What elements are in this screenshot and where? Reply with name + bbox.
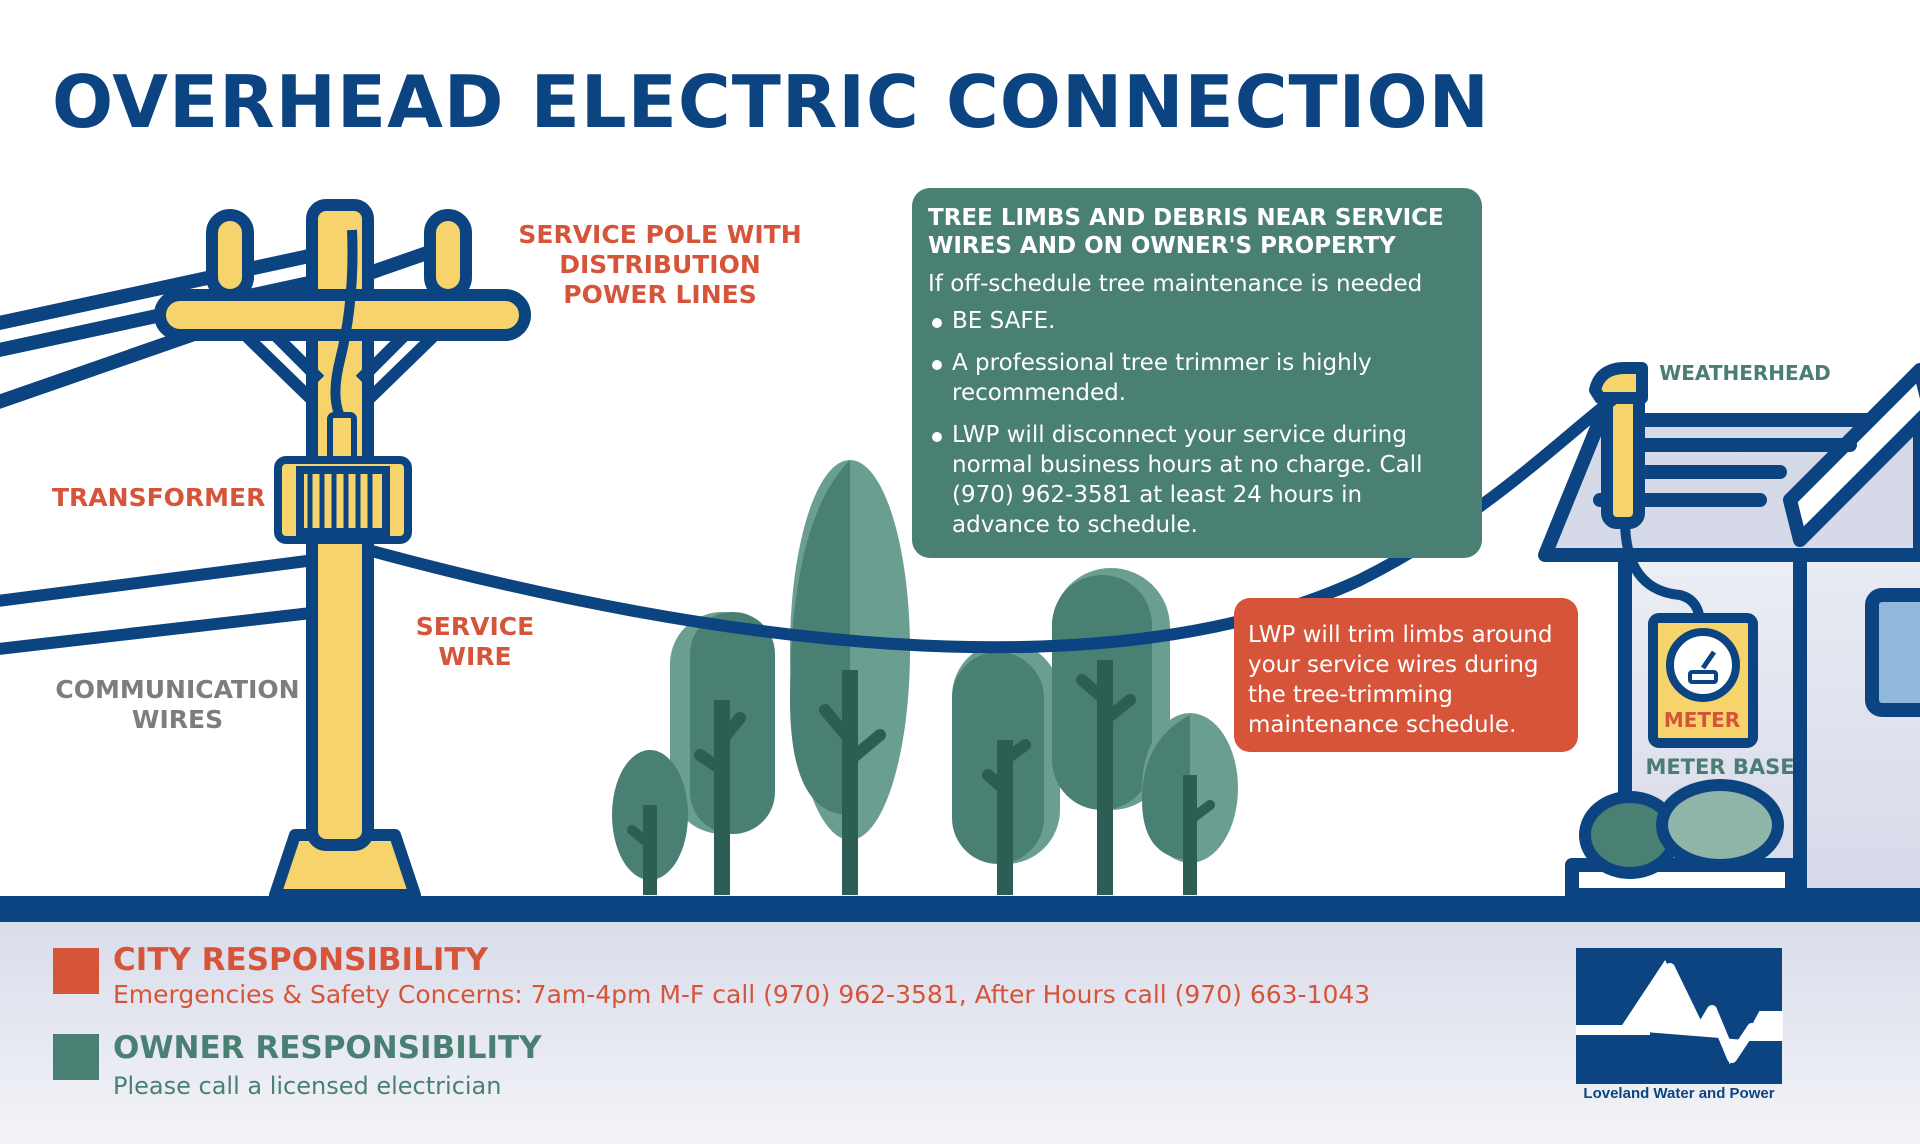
bullet-item: LWP will disconnect your service during … xyxy=(928,420,1466,540)
weatherhead-label: WEATHERHEAD xyxy=(1659,361,1831,385)
service-pole xyxy=(154,199,531,901)
owner-box-intro: If off-schedule tree maintenance is need… xyxy=(928,271,1423,297)
communication-wires xyxy=(0,552,336,655)
city-tree-trimming-box: LWP will trim limbs around your service … xyxy=(1234,598,1578,752)
bullet-item: BE SAFE. xyxy=(928,306,1466,336)
service-wire-label: SERVICE WIRE xyxy=(415,612,535,671)
service-pole-label: SERVICE POLE WITH DISTRIBUTION POWER LIN… xyxy=(518,220,802,309)
owner-responsibility-description: Please call a licensed electrician xyxy=(113,1072,502,1100)
city-responsibility-description: Emergencies & Safety Concerns: 7am-4pm M… xyxy=(113,980,1371,1009)
owner-responsibility-title: OWNER RESPONSIBILITY xyxy=(113,1030,542,1066)
transformer-label: TRANSFORMER xyxy=(52,483,266,512)
transformer-bushing xyxy=(327,412,357,463)
owner-responsibility-swatch xyxy=(53,1034,99,1080)
page-title: OVERHEAD ELECTRIC CONNECTION xyxy=(52,60,1490,144)
service-wire xyxy=(362,394,1618,654)
trees xyxy=(612,460,1238,895)
meter-drop-wire xyxy=(1620,519,1705,626)
bullet-item: A professional tree trimmer is highly re… xyxy=(928,348,1466,408)
lwp-logo-icon xyxy=(1576,948,1783,1084)
city-responsibility-swatch xyxy=(53,948,99,994)
meter-base-label: METER BASE xyxy=(1645,755,1795,779)
shrubs xyxy=(1579,779,1784,879)
owner-box-heading: TREE LIMBS AND DEBRIS NEAR SERVICE WIRES… xyxy=(928,205,1444,259)
transformer xyxy=(274,456,412,544)
meter-label: METER xyxy=(1663,708,1741,732)
meter-base xyxy=(1648,613,1758,748)
owner-tree-maintenance-box: TREE LIMBS AND DEBRIS NEAR SERVICE WIRES… xyxy=(912,188,1482,558)
pole-drop-wire xyxy=(330,229,358,423)
owner-box-bullets: BE SAFE. A professional tree trimmer is … xyxy=(928,306,1466,540)
weatherhead xyxy=(1589,362,1648,529)
logo-text: Loveland Water and Power xyxy=(1583,1085,1775,1102)
city-responsibility-title: CITY RESPONSIBILITY xyxy=(113,942,488,978)
communication-wires-label: COMMUNICATION WIRES xyxy=(55,675,300,734)
